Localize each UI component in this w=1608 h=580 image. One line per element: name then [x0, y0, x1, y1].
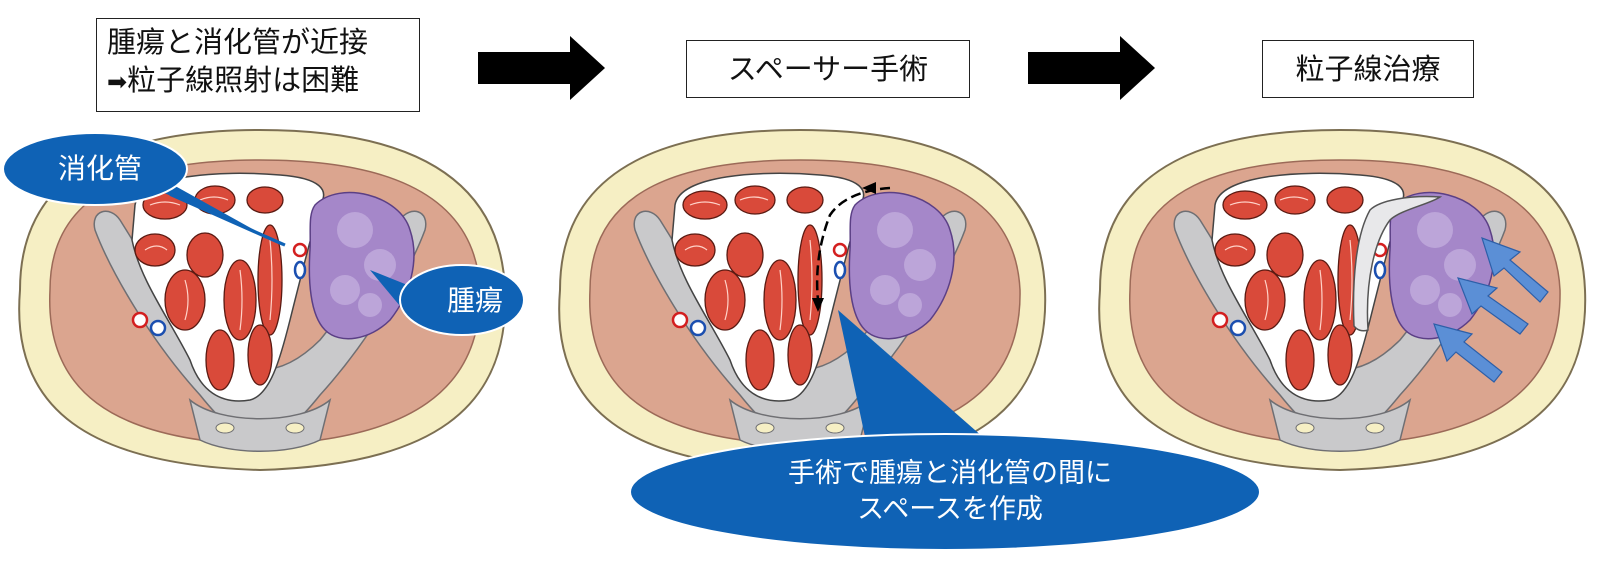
- arrow-right-icon: ➡: [107, 68, 128, 96]
- callout-surgery-line1: 手術で腫瘍と消化管の間に: [788, 458, 1112, 489]
- spacer-device: [1352, 195, 1443, 332]
- callout-tumor-label: 腫瘍: [446, 284, 503, 317]
- step3-label-box: 粒子線治療: [1262, 40, 1474, 98]
- callout-tumor: [370, 264, 525, 336]
- pelvis-diagram-particle-therapy: [1097, 128, 1587, 472]
- callout-surgery-line2: スペースを作成: [857, 494, 1043, 525]
- callout-surgery: [629, 310, 1261, 551]
- step2-label-box: スペーサー手術: [686, 40, 970, 98]
- radiation-beam-icon: [1433, 323, 1503, 383]
- callout-surgery-label: 手術で腫瘍と消化管の間に スペースを作成: [680, 456, 1220, 528]
- pelvis-diagram-spacer-surgery: [557, 128, 1047, 472]
- step2-label: スペーサー手術: [727, 52, 929, 86]
- dissection-path-icon: [815, 186, 891, 301]
- step1-line2: 粒子線照射は困難: [127, 63, 360, 97]
- step1-line1: 腫瘍と消化管が近接: [107, 25, 369, 59]
- callout-digestive-label: 消化管: [57, 152, 142, 185]
- radiation-beam-icon: [1481, 237, 1549, 303]
- flow-arrow-1: [478, 36, 605, 100]
- flow-arrow-2: [1028, 36, 1155, 100]
- step3-label: 粒子線治療: [1295, 52, 1441, 86]
- callout-digestive: [2, 132, 286, 247]
- step1-line2-row: ➡粒子線照射は困難: [107, 61, 419, 101]
- radiation-beam-icon: [1457, 277, 1529, 335]
- step1-label-box: 腫瘍と消化管が近接 ➡粒子線照射は困難: [96, 18, 420, 112]
